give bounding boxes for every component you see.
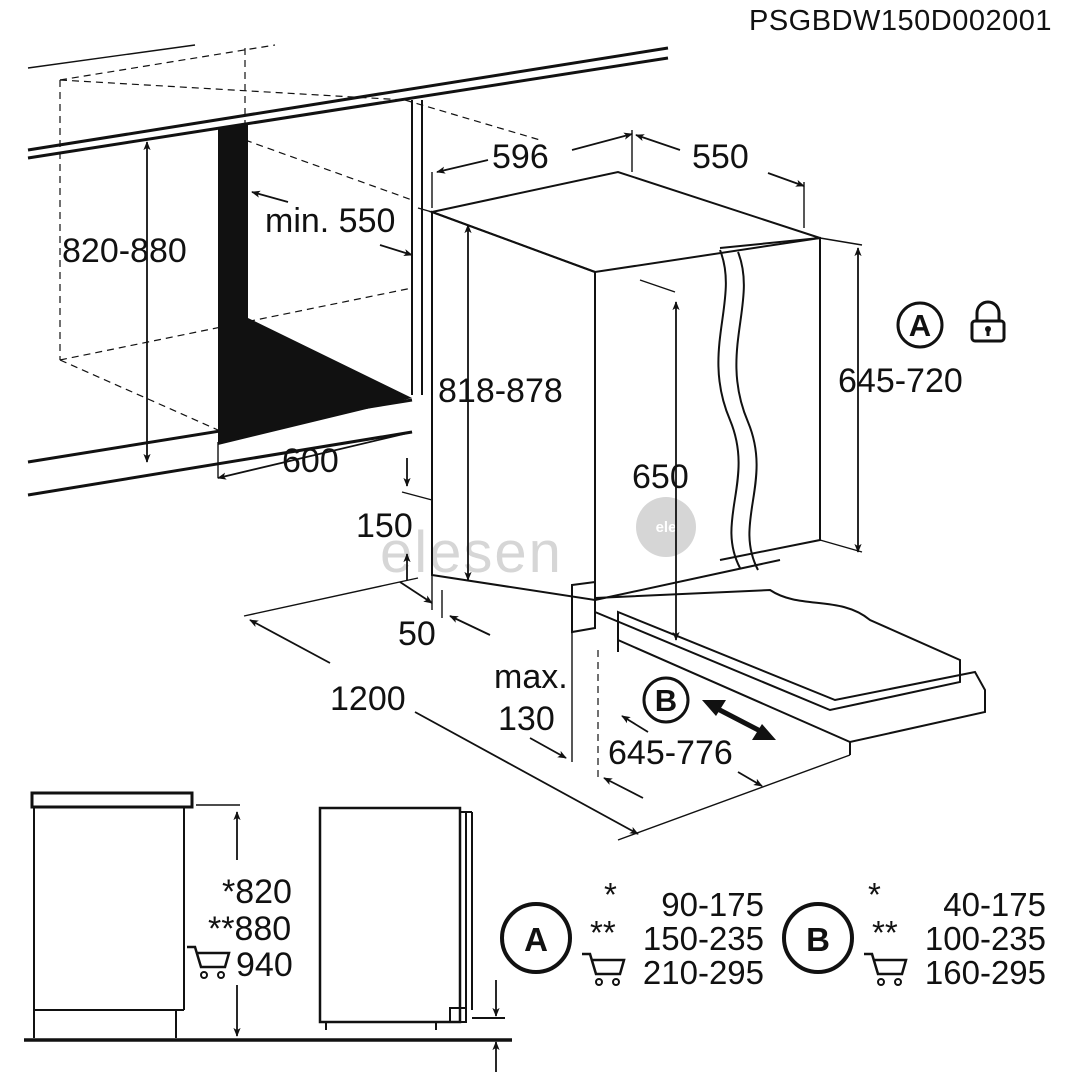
legend-b-star-value: 40-175 bbox=[943, 886, 1046, 923]
max-arrow-right bbox=[603, 777, 644, 799]
badge-a-top-letter: A bbox=[909, 308, 931, 343]
kitchen-counter bbox=[27, 44, 669, 497]
panel-range-arrow-right bbox=[737, 771, 763, 787]
dishwasher-door bbox=[571, 580, 986, 755]
panel-range-arrow-left bbox=[621, 715, 649, 733]
width-arrow-left bbox=[436, 159, 489, 174]
legend-b-double-star-value: 100-235 bbox=[925, 920, 1046, 957]
clearance-arrow-right bbox=[414, 711, 639, 835]
legend-b-letter: B bbox=[806, 921, 830, 958]
badge-a-top: A bbox=[896, 301, 944, 349]
legend-a-double-star-value: 150-235 bbox=[643, 920, 764, 957]
clearance-arrow-left bbox=[249, 619, 331, 664]
depth-arrow-left bbox=[635, 134, 681, 151]
max-label: max. bbox=[494, 658, 568, 696]
double-arrow-icon bbox=[702, 700, 776, 740]
niche-depth-label: min. 550 bbox=[265, 202, 395, 240]
lock-icon bbox=[970, 300, 1006, 343]
appliance-height-label: 818-878 bbox=[438, 372, 563, 410]
depth-arrow-right bbox=[767, 172, 805, 187]
width-arrow-right bbox=[571, 132, 633, 151]
niche-depth-arrow bbox=[251, 190, 289, 203]
panel-range-label: 645-776 bbox=[608, 734, 733, 772]
side-height-double-star: **880 bbox=[208, 910, 291, 948]
niche-height-label: 820-880 bbox=[62, 232, 187, 270]
badge-b-top: B bbox=[642, 676, 690, 724]
door-height-label: 645-720 bbox=[838, 362, 963, 400]
gap-50-arrow-right bbox=[449, 615, 491, 636]
badge-b-top-letter: B bbox=[655, 683, 677, 718]
legend-a-star: * bbox=[604, 876, 617, 913]
legend-a-star-value: 90-175 bbox=[661, 886, 764, 923]
niche-width-arrow bbox=[217, 431, 413, 480]
max-arrow-left bbox=[529, 737, 567, 759]
legend-a-letter: A bbox=[524, 921, 548, 958]
max-value: 130 bbox=[498, 700, 555, 738]
width-label: 596 bbox=[492, 138, 549, 176]
niche-side-panel bbox=[218, 124, 412, 445]
gap-150-label: 150 bbox=[356, 507, 413, 545]
legend-b-double-star: ** bbox=[872, 914, 898, 951]
gap-50-arrow-left bbox=[399, 581, 433, 604]
clearance-label: 1200 bbox=[330, 680, 406, 718]
side-view-left bbox=[30, 791, 240, 1038]
niche-width-label: 600 bbox=[282, 442, 339, 480]
side-height-star: *820 bbox=[222, 873, 292, 911]
gap-50-label: 50 bbox=[398, 615, 436, 653]
watermark: elesen ele bbox=[380, 497, 696, 585]
cart-icon bbox=[582, 952, 626, 986]
depth-label: 550 bbox=[692, 138, 749, 176]
watermark-logo-text: ele bbox=[656, 519, 677, 536]
legend-a-badge: A bbox=[500, 902, 572, 974]
side-view-right bbox=[318, 806, 505, 1030]
legend-b-star: * bbox=[868, 876, 881, 913]
model-code: PSGBDW150D002001 bbox=[749, 5, 1052, 37]
legend-b-cart-value: 160-295 bbox=[925, 954, 1046, 991]
inner-height-label: 650 bbox=[632, 458, 689, 496]
legend-b-badge: B bbox=[782, 902, 854, 974]
cart-icon bbox=[864, 952, 908, 986]
legend-a-double-star: ** bbox=[590, 914, 616, 951]
side-height-cart: 940 bbox=[236, 946, 293, 984]
watermark-logo bbox=[636, 497, 696, 557]
legend-a-cart-value: 210-295 bbox=[643, 954, 764, 991]
cart-icon bbox=[187, 945, 231, 979]
